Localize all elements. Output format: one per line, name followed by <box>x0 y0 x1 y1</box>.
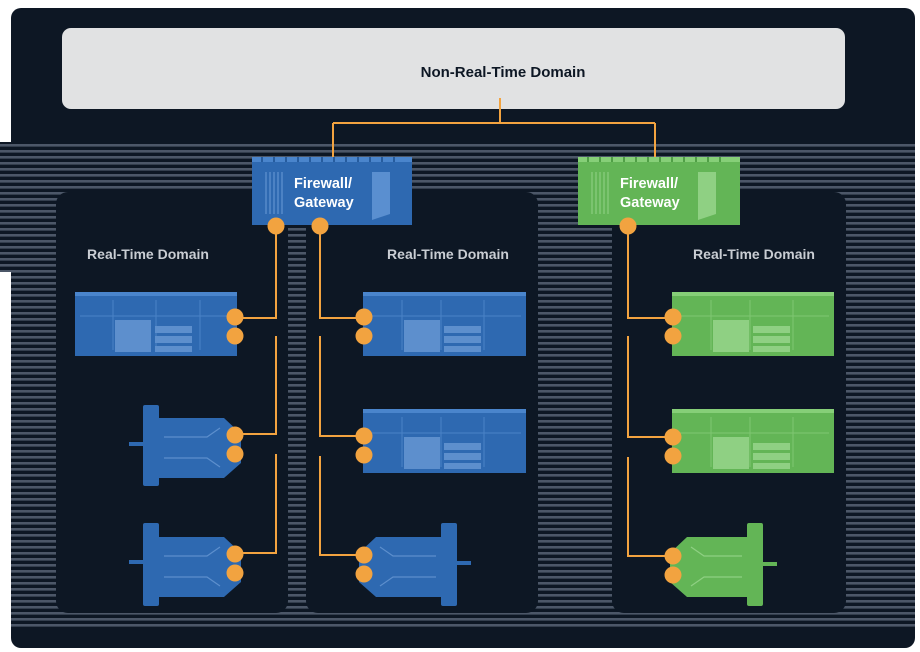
servo-motor-1 <box>129 405 241 486</box>
gateway-1-label-line2: Gateway <box>294 195 354 211</box>
gateway-1-label-line1: Firewall/ <box>294 176 352 192</box>
non-real-time-domain-box <box>62 28 845 109</box>
connection-ports <box>226 217 682 584</box>
domain-3-label: Real-Time Domain <box>693 246 815 262</box>
drive-controller-1 <box>75 292 237 356</box>
connection-lines <box>239 98 672 557</box>
drive-controller-2 <box>363 292 526 356</box>
gateway-2-device <box>578 157 740 225</box>
servo-motor-3 <box>359 523 471 606</box>
drive-controller-3 <box>363 409 526 473</box>
servo-motor-4 <box>670 523 777 606</box>
gateway-2-label-line2: Gateway <box>620 195 680 211</box>
gateway-2-label-line1: Firewall/ <box>620 176 678 192</box>
drive-controller-4 <box>672 292 834 356</box>
domain-2-label: Real-Time Domain <box>387 246 509 262</box>
non-real-time-domain-label: Non-Real-Time Domain <box>421 64 586 81</box>
gateway-1-device <box>252 157 412 225</box>
drive-controller-5 <box>672 409 834 473</box>
domain-1-label: Real-Time Domain <box>87 246 209 262</box>
servo-motor-2 <box>129 523 241 606</box>
